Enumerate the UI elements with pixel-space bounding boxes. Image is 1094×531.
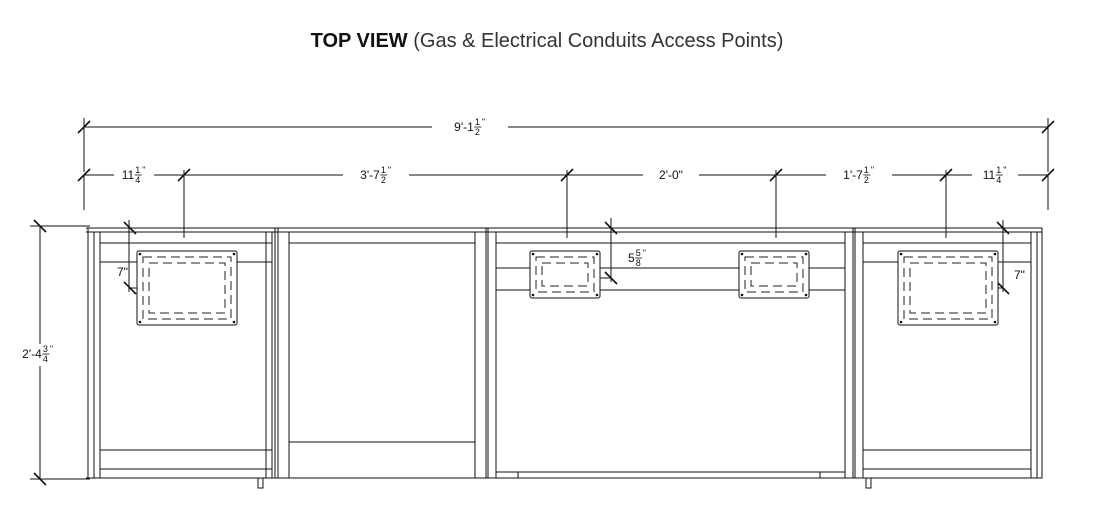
dim-fraction-numerator: 1 [864,165,869,175]
dim-fraction-denominator: 2 [864,175,869,185]
dim-label-seg3: 2'-0" [643,165,699,187]
dim-inch-mark: " [643,248,646,258]
dim-fraction-numerator: 5 [636,248,641,258]
dim-fraction-numerator: 1 [135,165,140,175]
dim-value: 7" [1014,268,1025,282]
access-plate-center-right [738,250,810,299]
cabinet-left [87,227,276,489]
dim-fraction-numerator: 1 [475,117,480,127]
dim-value: 11 [983,168,996,182]
dim-value: 7" [117,265,128,279]
dim-value: 2'-0" [659,168,683,182]
screw-hole [595,293,599,297]
screw-hole [993,252,997,256]
dim-fraction-denominator: 8 [636,258,641,268]
screw-hole [740,252,744,256]
title-main: TOP VIEW [310,30,408,52]
screw-hole [740,293,744,297]
screw-hole [899,320,903,324]
dim-inch-mark: " [388,165,391,175]
dim-value: 1'-7 [843,168,863,182]
dim-fraction-numerator: 1 [996,165,1001,175]
screw-hole [899,252,903,256]
dim-inch-mark: " [50,344,53,354]
screw-hole [531,293,535,297]
access-plates [136,250,999,326]
screw-hole [232,320,236,324]
screw-hole [804,252,808,256]
dim-inch-mark: " [142,165,145,175]
dim-fraction-numerator: 3 [43,344,48,354]
cabinet-drawer-unit [277,227,487,479]
screw-hole [993,320,997,324]
dim-inch-mark: " [482,117,485,127]
access-plate-center-left [529,250,601,299]
dim-inch-mark: " [871,165,874,175]
screw-hole [138,252,142,256]
dim-fraction-denominator: 2 [475,127,480,137]
dim-fraction-denominator: 4 [43,354,48,364]
dim-value: 11 [122,168,135,182]
dim-value: 3'-7 [360,168,380,182]
dim-inch-mark: " [1003,165,1006,175]
dim-fraction-denominator: 4 [996,175,1001,185]
dim-label-left-inset: 7" [117,265,128,279]
access-plate-right [897,250,999,326]
title-subtitle: (Gas & Electrical Conduits Access Points… [413,30,784,52]
dim-value: 2'-4 [22,347,42,361]
dim-value: 5 [628,251,635,265]
screw-hole [232,252,236,256]
screw-hole [804,293,808,297]
drawing-title: TOP VIEW (Gas & Electrical Conduits Acce… [0,30,1094,53]
dim-fraction-numerator: 1 [381,165,386,175]
cabinet-outline [86,227,1043,489]
dim-fraction-denominator: 2 [381,175,386,185]
dim-label-right-inset: 7" [1014,268,1025,282]
screw-hole [531,252,535,256]
screw-hole [138,320,142,324]
access-plate-left [136,250,238,326]
screw-hole [595,252,599,256]
dim-fraction-denominator: 4 [135,175,140,185]
dim-value: 9'-1 [454,120,474,134]
